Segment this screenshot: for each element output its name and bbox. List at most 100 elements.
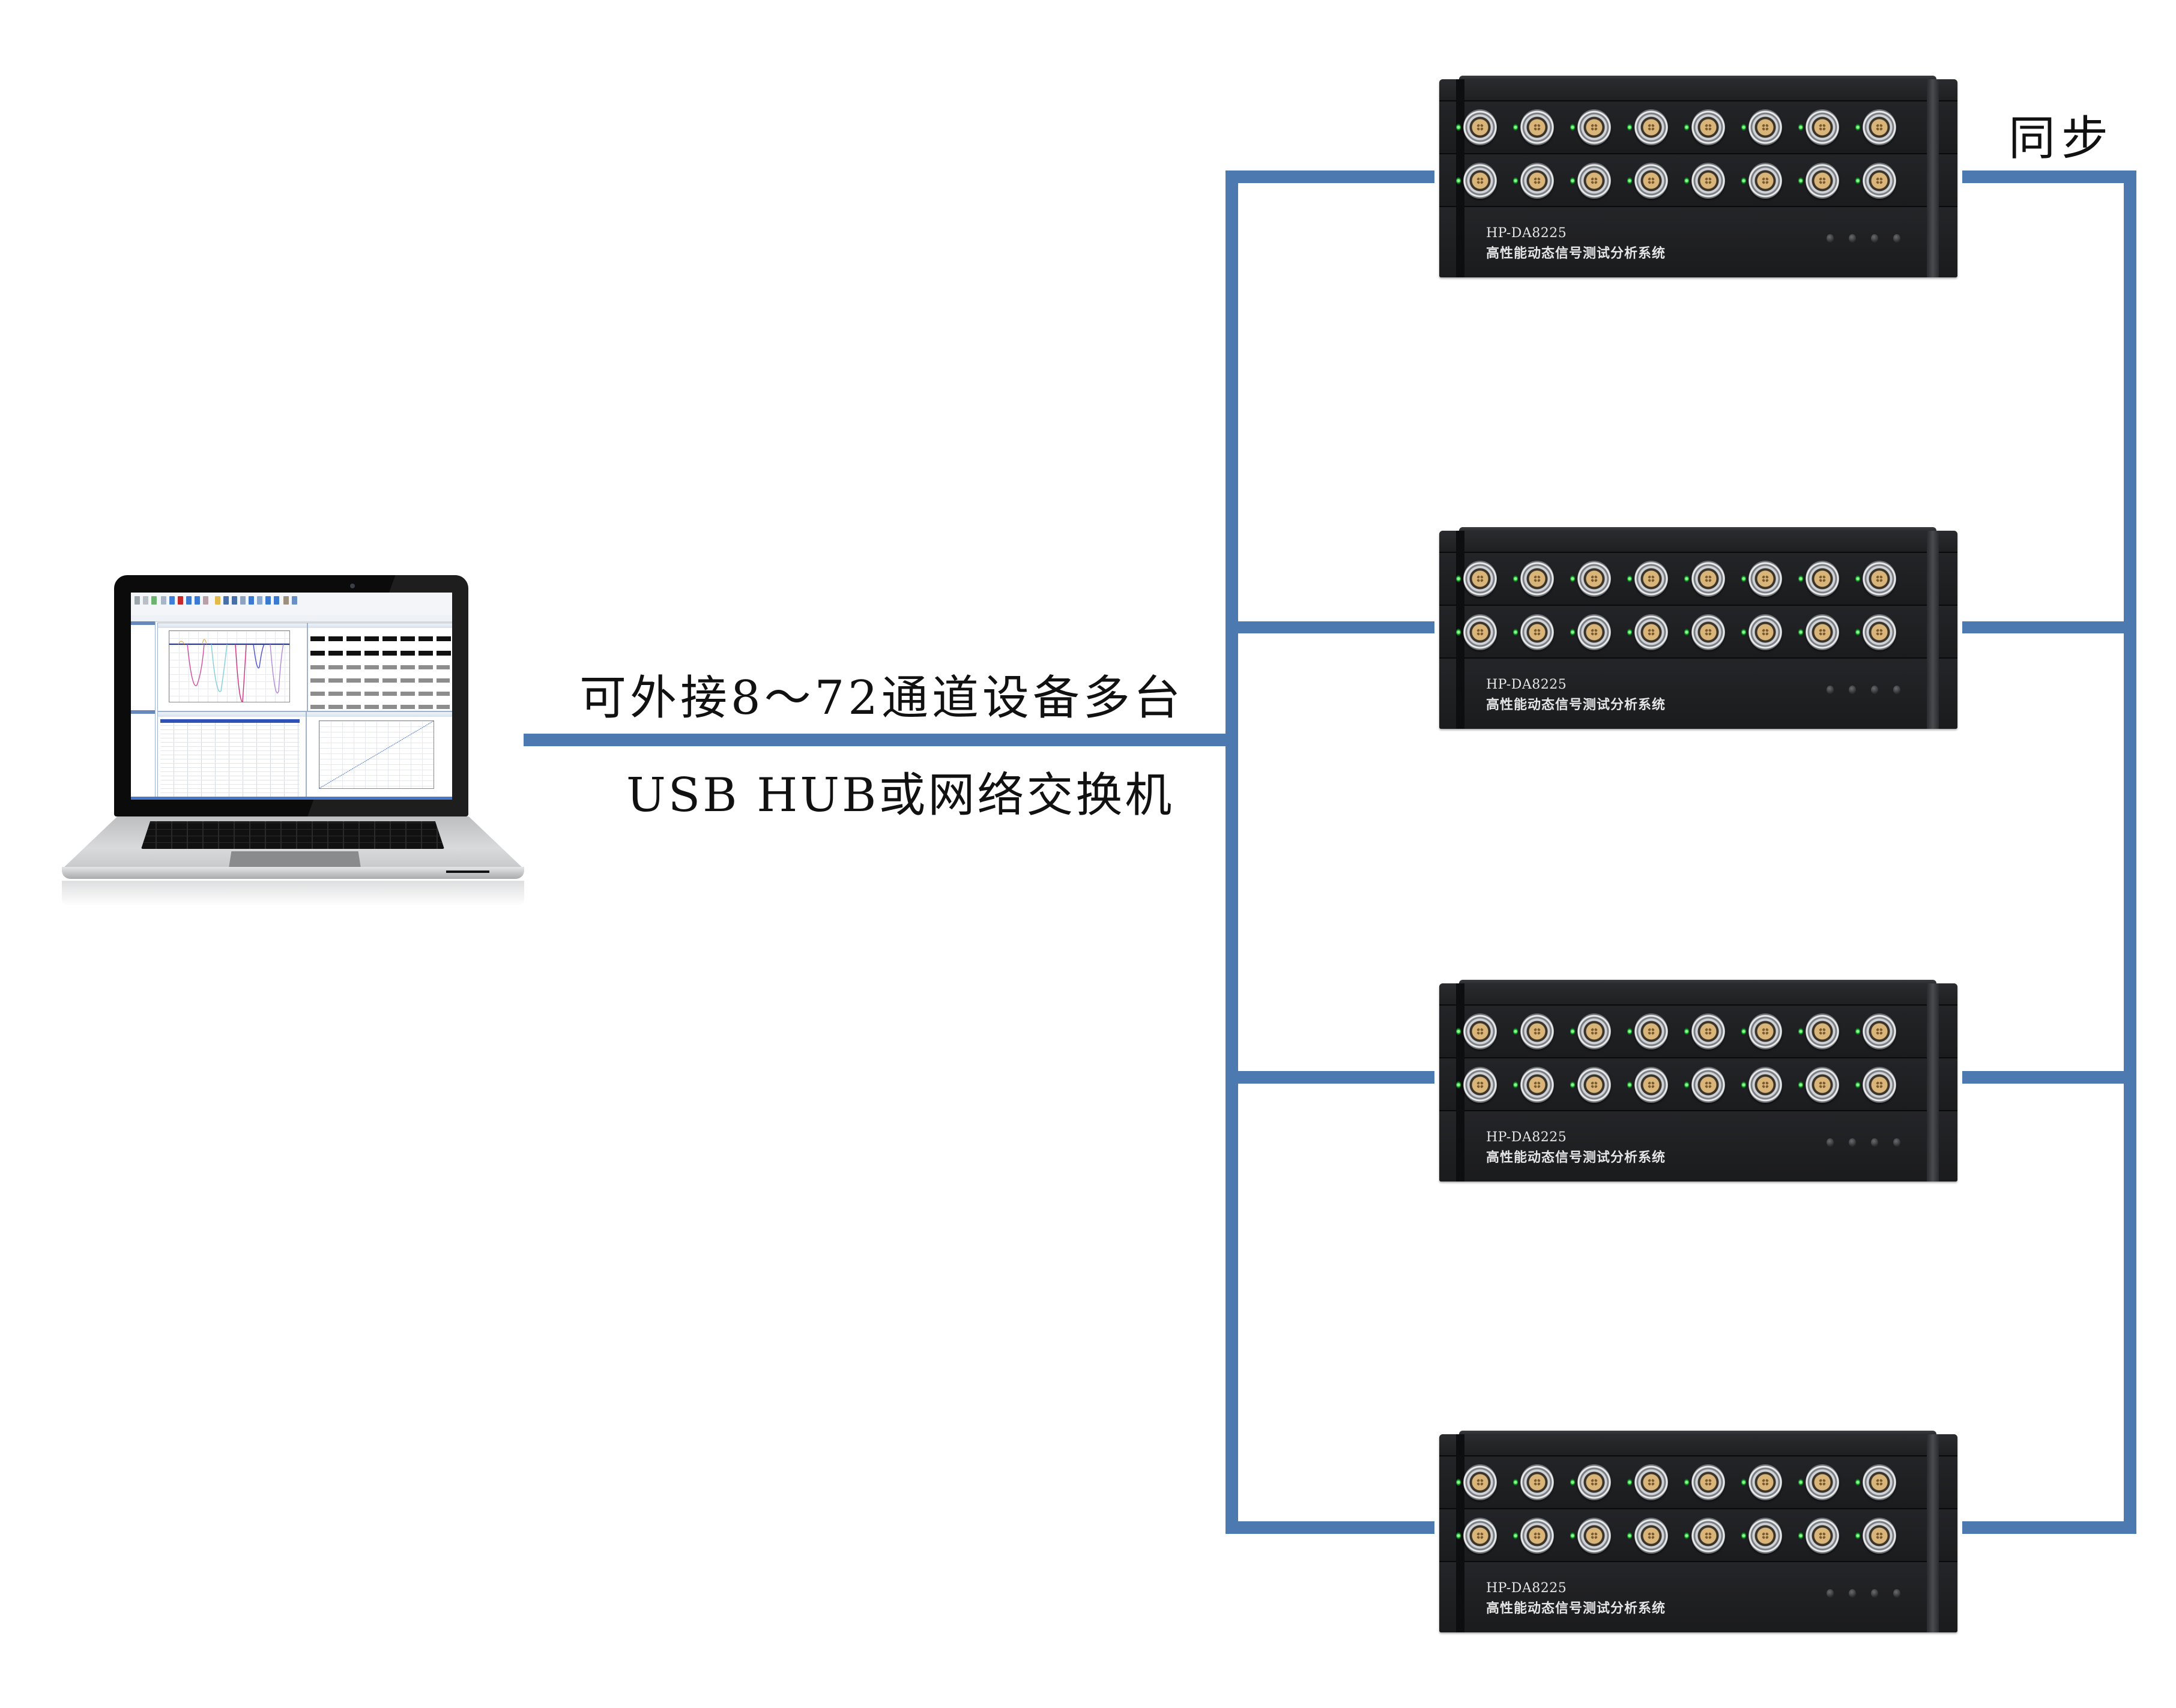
channel-status-led: [1570, 629, 1575, 636]
channel-connector-icon[interactable]: [1577, 109, 1611, 145]
channel-connector-icon[interactable]: [1577, 1464, 1611, 1500]
channel-connector-icon[interactable]: [1463, 109, 1497, 145]
trace-red: [235, 644, 247, 702]
indicator-dot: [1827, 686, 1834, 694]
channel-status-led: [1513, 124, 1518, 131]
indicator-dot: [1849, 234, 1856, 243]
channel-connector-icon[interactable]: [1748, 1464, 1782, 1500]
channel-connector-icon[interactable]: [1863, 109, 1896, 145]
channel-connector-icon[interactable]: [1806, 614, 1839, 650]
channel-connector-icon[interactable]: [1748, 1067, 1782, 1103]
channel-status-led: [1798, 629, 1803, 636]
channel-connector-icon[interactable]: [1691, 1067, 1725, 1103]
channel-connector-icon[interactable]: [1691, 614, 1725, 650]
channel-meter: [310, 651, 325, 656]
channel-connector-icon[interactable]: [1520, 109, 1554, 145]
channel-connector-icon[interactable]: [1520, 1518, 1554, 1554]
channel-connector-icon[interactable]: [1634, 109, 1668, 145]
device-description: 高性能动态信号测试分析系统: [1486, 1601, 1666, 1616]
channel-status-led: [1627, 1028, 1632, 1035]
channel-connector-icon[interactable]: [1748, 109, 1782, 145]
channel-connector-icon[interactable]: [1634, 614, 1668, 650]
channel-connector-icon[interactable]: [1806, 561, 1839, 597]
channel-connector-icon[interactable]: [1463, 561, 1497, 597]
channel-connector-icon[interactable]: [1577, 1067, 1611, 1103]
channel-status-led: [1513, 629, 1518, 636]
play-icon: [169, 596, 175, 605]
channel-connector-icon[interactable]: [1863, 1067, 1896, 1103]
channel-connector-icon[interactable]: [1806, 163, 1839, 199]
channel-meter: [346, 636, 361, 641]
channel-connector-icon[interactable]: [1634, 1067, 1668, 1103]
channel-connector-icon[interactable]: [1634, 163, 1668, 199]
channel-connector-icon[interactable]: [1520, 561, 1554, 597]
channel-connector-icon[interactable]: [1634, 1518, 1668, 1554]
host-laptop: [60, 573, 534, 934]
channel-connector-icon[interactable]: [1463, 1518, 1497, 1554]
channel-connector-icon[interactable]: [1463, 614, 1497, 650]
channel-connector-icon[interactable]: [1863, 1464, 1896, 1500]
channel-connector-icon[interactable]: [1520, 1013, 1554, 1049]
channel-connector-icon[interactable]: [1463, 1067, 1497, 1103]
channel-connector-icon[interactable]: [1463, 1013, 1497, 1049]
channel-connector-icon[interactable]: [1863, 561, 1896, 597]
channel-connector-icon[interactable]: [1748, 614, 1782, 650]
channel-connector-icon[interactable]: [1634, 561, 1668, 597]
channel-status-led: [1456, 1532, 1461, 1539]
device-front-panel: [1439, 1111, 1957, 1181]
indicator-dot: [1871, 1138, 1878, 1147]
channel-connector-icon[interactable]: [1748, 561, 1782, 597]
channel-connector-icon[interactable]: [1863, 163, 1896, 199]
channel-status-led: [1627, 1532, 1632, 1539]
channel-connector-icon[interactable]: [1577, 614, 1611, 650]
channel-connector-icon[interactable]: [1691, 1464, 1725, 1500]
channel-status-led: [1684, 1081, 1689, 1088]
channel-connector-icon[interactable]: [1577, 561, 1611, 597]
toolbar-icon: [134, 596, 140, 605]
channel-connector-icon[interactable]: [1748, 163, 1782, 199]
channel-connector-icon[interactable]: [1806, 1518, 1839, 1554]
channel-connector-icon[interactable]: [1691, 163, 1725, 199]
device-top-panel: [1439, 79, 1957, 101]
channel-connector-icon[interactable]: [1520, 163, 1554, 199]
channel-connector-icon[interactable]: [1634, 1464, 1668, 1500]
channel-status-led: [1741, 1479, 1746, 1486]
channel-connector-icon[interactable]: [1863, 1013, 1896, 1049]
channel-connector-icon[interactable]: [1806, 109, 1839, 145]
channel-connector-icon[interactable]: [1691, 1013, 1725, 1049]
channel-connector-icon[interactable]: [1691, 561, 1725, 597]
channel-connector-icon[interactable]: [1577, 1013, 1611, 1049]
channel-connector-icon[interactable]: [1806, 1067, 1839, 1103]
channel-connector-icon[interactable]: [1463, 163, 1497, 199]
channel-connector-icon[interactable]: [1520, 614, 1554, 650]
sync-link-2: [1962, 621, 2136, 633]
trace-orange: [178, 641, 185, 645]
channel-connector-icon[interactable]: [1634, 1013, 1668, 1049]
device-top-panel: [1439, 983, 1957, 1006]
channel-connector-icon[interactable]: [1520, 1067, 1554, 1103]
channel-connector-icon[interactable]: [1691, 1518, 1725, 1554]
channel-connector-icon[interactable]: [1748, 1013, 1782, 1049]
channel-meter: [328, 636, 343, 641]
channel-connector-icon[interactable]: [1520, 1464, 1554, 1500]
toolbar-icon: [151, 596, 157, 605]
channel-connector-icon[interactable]: [1577, 1518, 1611, 1554]
channel-connector-icon[interactable]: [1806, 1464, 1839, 1500]
device-top-lip: [1459, 527, 1936, 533]
channel-connector-icon[interactable]: [1691, 109, 1725, 145]
channel-status-led: [1684, 575, 1689, 582]
device-front-panel: [1439, 207, 1957, 277]
indicator-dot: [1871, 686, 1878, 694]
indicator-dot: [1827, 1589, 1834, 1598]
device-model: HP-DA8225: [1486, 677, 1567, 692]
channel-connector-icon[interactable]: [1806, 1013, 1839, 1049]
channel-connector-icon[interactable]: [1463, 1464, 1497, 1500]
channel-status-led: [1513, 1028, 1518, 1035]
channel-status-led: [1513, 575, 1518, 582]
channel-connector-icon[interactable]: [1863, 1518, 1896, 1554]
channel-connector-icon[interactable]: [1577, 163, 1611, 199]
channel-connector-icon[interactable]: [1863, 614, 1896, 650]
device-4-link: [1226, 1521, 1434, 1534]
channel-status-led: [1627, 1479, 1632, 1486]
channel-connector-icon[interactable]: [1748, 1518, 1782, 1554]
